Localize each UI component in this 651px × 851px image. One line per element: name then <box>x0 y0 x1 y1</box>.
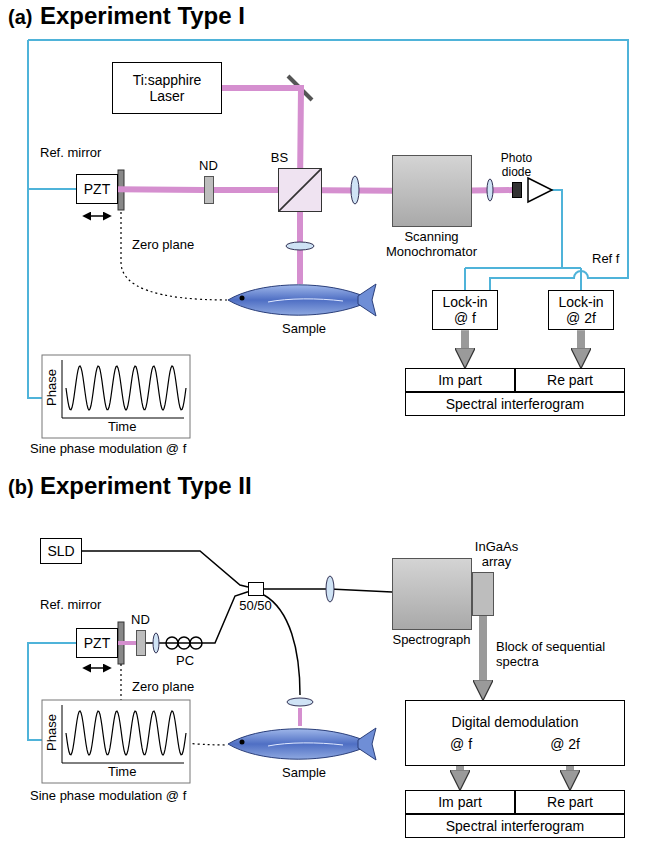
demodulation-box: Digital demodulation @ f @ 2f <box>405 700 625 766</box>
detector-array: InGaAs array <box>472 572 494 616</box>
part-heading: Photo diode <box>494 152 540 180</box>
part-heading: BS <box>271 151 288 166</box>
splitter-diagonal <box>279 169 321 211</box>
node-text: Spectral interferogram <box>446 818 585 834</box>
axis-label: Time <box>108 765 136 780</box>
output-cell: Im part <box>405 790 515 814</box>
light-beam <box>118 186 204 193</box>
output-row: @ f @ 2f <box>411 736 619 752</box>
lenses <box>153 176 493 706</box>
optics <box>42 76 552 783</box>
part-label: PC <box>176 654 194 669</box>
light-beam <box>214 187 278 193</box>
output-cell: Spectral interferogram <box>405 392 625 416</box>
panel-title: Experiment Type II <box>40 472 252 500</box>
optical-fiber <box>146 592 248 643</box>
part-heading: Spectrograph <box>376 633 488 648</box>
part-heading: InGaAs array <box>470 540 524 570</box>
part-label: Ref. mirror <box>40 598 101 613</box>
motion-arrow <box>84 215 110 217</box>
panel-letter: (a) <box>8 6 32 29</box>
signal-label: Block of sequential spectra <box>496 640 626 670</box>
part-heading: ND <box>199 159 218 174</box>
zero-plane-line <box>121 212 228 300</box>
lens <box>153 633 159 653</box>
ref-wire <box>28 40 628 290</box>
pzt-wire <box>28 40 76 398</box>
fish-sample <box>228 728 376 760</box>
part-heading: ND <box>131 613 150 628</box>
panel-letter: (b) <box>8 476 34 499</box>
part-label: Ref. mirror <box>40 146 101 161</box>
lens <box>287 698 313 706</box>
node-text: PZT <box>84 181 110 197</box>
signal-label: Ref f <box>592 252 619 267</box>
panel-title: Experiment Type I <box>40 2 245 30</box>
sld-box: SLD <box>40 538 82 564</box>
monochromator-box: Scanning Monochromator <box>392 155 472 227</box>
pzt-box: PZT <box>76 628 118 658</box>
node-text: Re part <box>547 372 593 388</box>
block-arrow <box>456 766 464 780</box>
lens <box>351 176 359 204</box>
nd-filter: ND <box>204 176 214 204</box>
sample-beam <box>298 708 302 726</box>
amp-wire <box>465 190 581 290</box>
block-arrow <box>566 766 574 780</box>
plot-frame <box>42 355 190 438</box>
amplifier-symbol <box>528 178 552 202</box>
part-label: Zero plane <box>132 238 194 253</box>
light-beam <box>118 641 136 645</box>
axis-label: Phase <box>45 365 60 409</box>
node-text: Im part <box>438 794 482 810</box>
block-arrow <box>479 616 487 690</box>
plot-caption: Sine phase modulation @ f <box>30 442 186 457</box>
lockin-box: Lock-in @ 2f <box>548 290 614 330</box>
axis-label: Phase <box>45 710 60 754</box>
lens <box>487 179 493 201</box>
node-text: Spectral interferogram <box>446 396 585 412</box>
node-text: Lock-in @ 2f <box>554 294 608 326</box>
lens <box>326 576 334 602</box>
output-cell: Re part <box>515 368 625 392</box>
output-cell: Spectral interferogram <box>405 814 625 838</box>
node-text: @ 2f <box>550 736 580 752</box>
plot-caption: Sine phase modulation @ f <box>30 789 186 804</box>
part-label: Sample <box>282 766 326 781</box>
output-cell: Im part <box>405 368 515 392</box>
sine-curve <box>66 366 186 410</box>
fish-sample <box>228 284 376 316</box>
optical-fiber <box>82 551 248 587</box>
node-text: @ f <box>450 736 472 752</box>
fiber-coupler: 50/50 <box>248 582 264 596</box>
node-text: Lock-in @ f <box>438 294 492 326</box>
node-text: Ti:sapphire Laser <box>118 72 216 104</box>
node-text: PZT <box>84 635 110 651</box>
part-heading: 50/50 <box>239 599 272 614</box>
lens <box>286 242 314 250</box>
photodiode: Photo diode <box>512 182 522 198</box>
node-text: Re part <box>547 794 593 810</box>
axis-label: Time <box>108 420 136 435</box>
node-text: SLD <box>47 543 74 559</box>
plot-frame <box>42 700 190 783</box>
beam-splitter: BS <box>278 168 322 212</box>
node-text: Im part <box>438 372 482 388</box>
nd-filter: ND <box>136 630 146 656</box>
signal-wires <box>28 40 628 740</box>
part-label: Zero plane <box>132 680 194 695</box>
pzt-box: PZT <box>76 174 118 204</box>
laser-box: Ti:sapphire Laser <box>112 62 222 114</box>
light-beam <box>222 88 301 168</box>
output-cell: Re part <box>515 790 625 814</box>
motion-arrow <box>84 667 110 669</box>
block-arrow <box>461 330 469 358</box>
part-label: Sample <box>282 322 326 337</box>
lockin-box: Lock-in @ f <box>432 290 498 330</box>
block-arrow <box>577 330 585 358</box>
spectrograph-box: Spectrograph <box>392 558 472 630</box>
node-text: Digital demodulation <box>452 714 579 730</box>
sine-curve <box>66 711 186 755</box>
part-heading: Scanning Monochromator <box>376 230 488 260</box>
